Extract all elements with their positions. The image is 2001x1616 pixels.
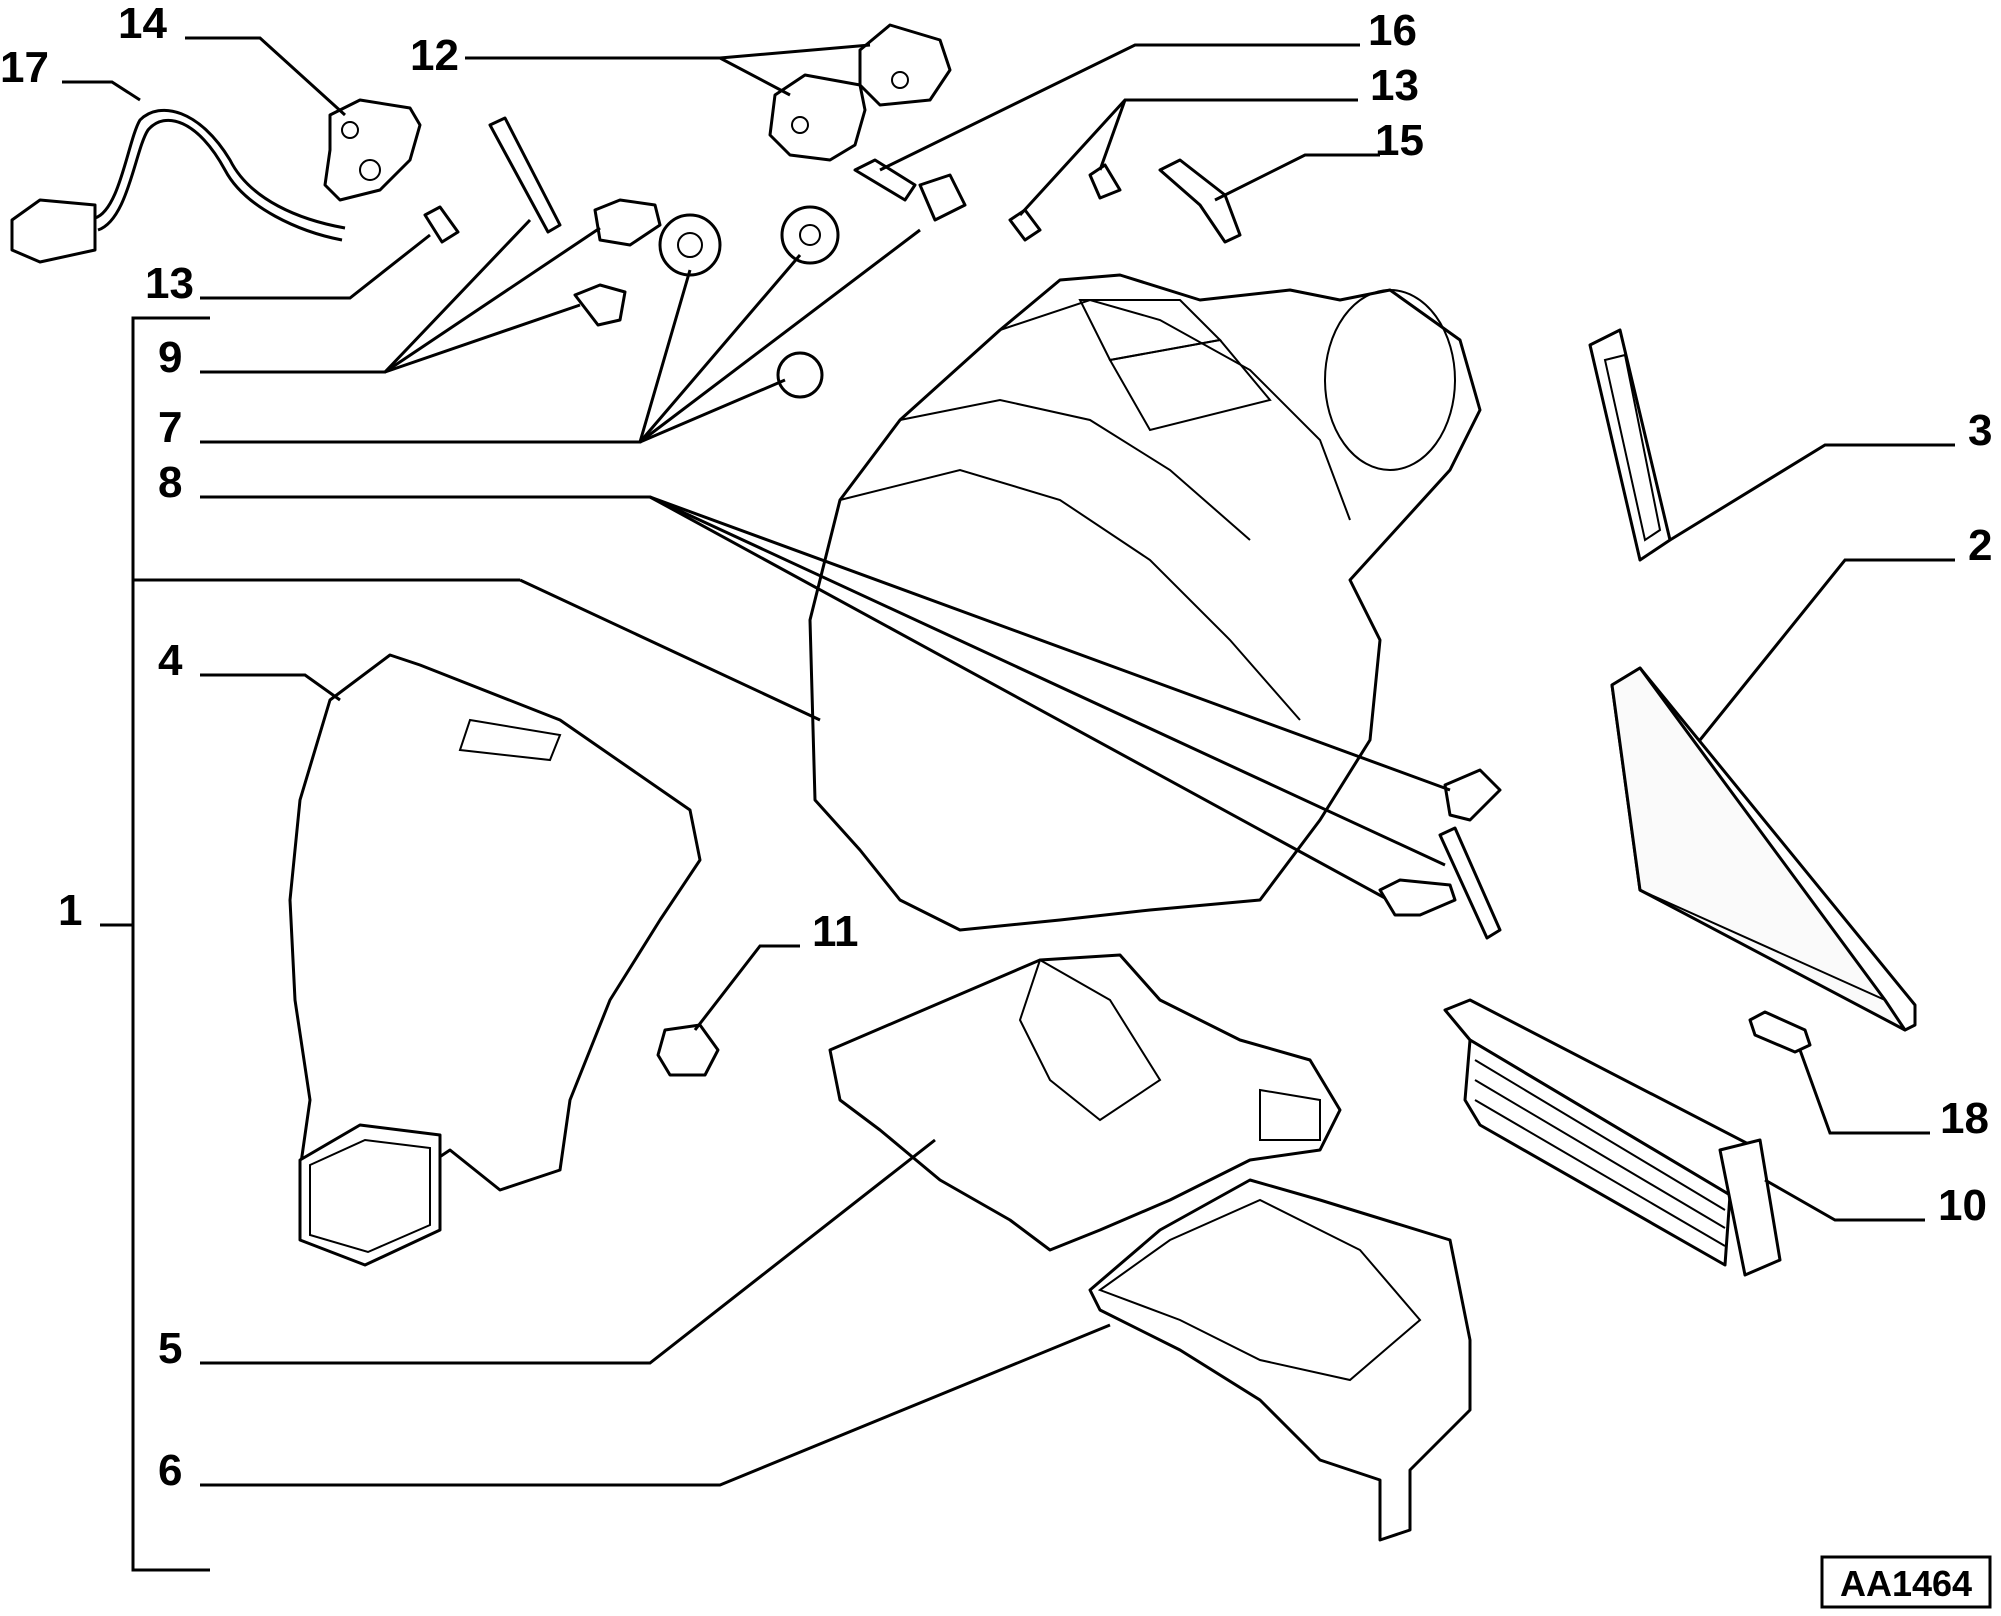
part-13-pin-a bbox=[1008, 208, 1042, 242]
small-fasteners bbox=[423, 158, 1242, 244]
part-14-actuator bbox=[323, 98, 422, 202]
part-8-levers bbox=[1443, 768, 1502, 822]
callout-17: 17 bbox=[0, 43, 49, 92]
part-11-clip bbox=[656, 1023, 720, 1077]
callout-6: 6 bbox=[158, 1446, 182, 1495]
part-5-lower-duct bbox=[828, 953, 1342, 1252]
callout-13-top: 13 bbox=[1370, 61, 1419, 110]
part-13-pin-b bbox=[1088, 163, 1122, 200]
part-15-pin bbox=[1158, 158, 1242, 244]
callout-5: 5 bbox=[158, 1324, 182, 1373]
callout-10: 10 bbox=[1938, 1181, 1987, 1230]
assembly-bracket bbox=[100, 316, 520, 1572]
part-18-bolt bbox=[1748, 1010, 1812, 1054]
leader-lines bbox=[62, 36, 1955, 1487]
callout-labels: 14 17 12 16 13 15 13 9 7 8 4 1 11 5 6 3 … bbox=[0, 0, 1992, 1495]
main-heater-housing bbox=[808, 273, 1482, 932]
callout-11: 11 bbox=[812, 907, 859, 956]
callout-4: 4 bbox=[158, 636, 183, 685]
callout-1: 1 bbox=[58, 886, 82, 935]
drawing-code-box: AA1464 bbox=[1820, 1555, 1992, 1609]
part-13-pin-c bbox=[423, 205, 460, 244]
callout-13-left: 13 bbox=[145, 259, 194, 308]
callout-2: 2 bbox=[1968, 521, 1992, 570]
callout-12: 12 bbox=[410, 31, 459, 80]
part-2-cabin-filter bbox=[1610, 666, 1917, 1032]
callout-8: 8 bbox=[158, 458, 182, 507]
callout-7: 7 bbox=[158, 403, 182, 452]
part-12-brackets bbox=[768, 23, 952, 162]
callout-9: 9 bbox=[158, 333, 182, 382]
part-3-flap bbox=[1588, 328, 1672, 562]
part-17-temperature-sensor bbox=[10, 108, 346, 264]
part-16-knob bbox=[918, 173, 967, 222]
part-9-levers bbox=[488, 116, 1502, 940]
callout-18: 18 bbox=[1940, 1094, 1989, 1143]
part-7-gears bbox=[658, 205, 840, 399]
drawing-code: AA1464 bbox=[1840, 1563, 1972, 1604]
part-4-duct bbox=[288, 653, 702, 1267]
callout-14: 14 bbox=[118, 0, 167, 48]
callout-3: 3 bbox=[1968, 406, 1992, 455]
callout-15: 15 bbox=[1375, 116, 1424, 165]
part-16-screw bbox=[853, 158, 917, 202]
part-10-heater-core bbox=[1443, 998, 1782, 1277]
part-6-lower-housing bbox=[1088, 1178, 1472, 1542]
callout-16: 16 bbox=[1368, 6, 1417, 55]
